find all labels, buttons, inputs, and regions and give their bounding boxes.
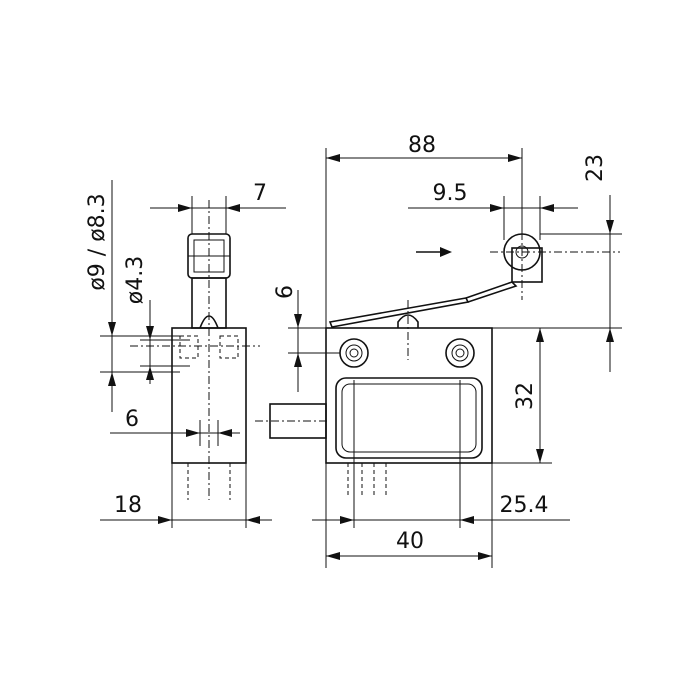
lever-arm [328,297,470,328]
dimension-lines [100,148,622,568]
dim-25-4: 25.4 [500,493,549,518]
dim-40: 40 [396,529,424,554]
dimension-labels: 88 23 9.5 7 ø9 / ø8.3 ø4.3 6 6 32 18 25.… [85,133,608,554]
front-view [255,200,620,498]
front-body [325,327,493,464]
front-plunger [397,314,419,328]
mounting-hole-right [445,338,475,368]
dim-9-5: 9.5 [433,181,468,206]
front-window [335,377,483,459]
dim-7: 7 [253,181,267,206]
side-hidden-hole-1 [179,335,199,359]
side-hidden-hole-2 [219,335,239,359]
dim-dia-9-8-3: ø9 / ø8.3 [85,193,110,290]
dim-88: 88 [408,133,436,158]
side-view [130,200,260,528]
dim-6-vertical: 6 [273,285,298,299]
dim-6-horizontal: 6 [125,407,139,432]
dim-18: 18 [114,493,142,518]
dim-32: 32 [513,382,538,410]
dim-dia-4-3: ø4.3 [123,256,148,304]
dim-23: 23 [583,154,608,182]
roller-bracket [511,247,543,283]
mounting-hole-left [339,338,369,368]
